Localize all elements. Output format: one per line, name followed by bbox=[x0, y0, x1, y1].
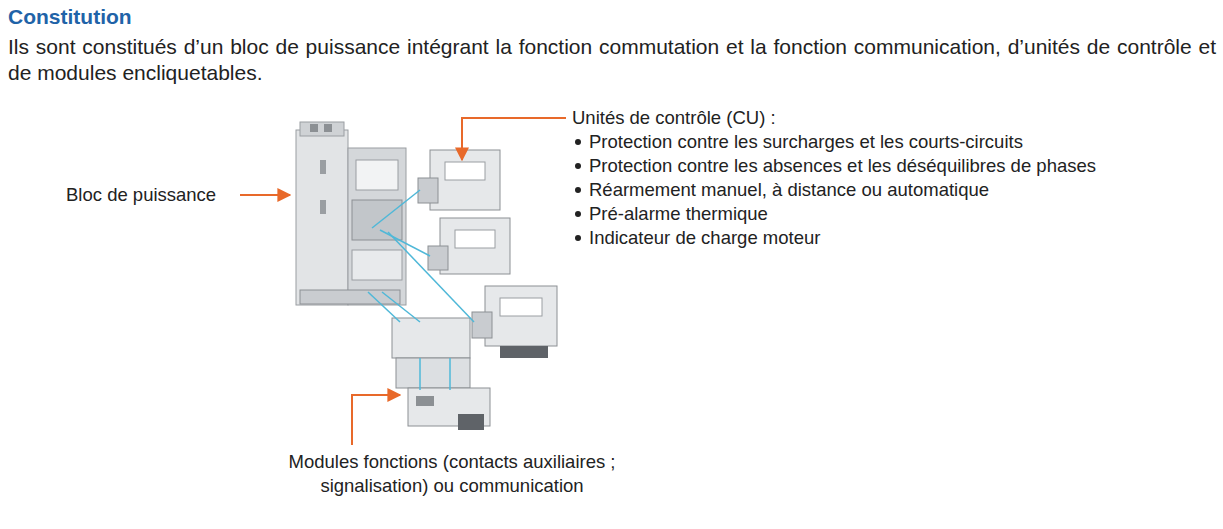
control-units bbox=[500, 298, 542, 316]
power-block bbox=[320, 160, 326, 174]
control-units bbox=[455, 230, 495, 248]
control-units bbox=[445, 162, 485, 180]
control-units bbox=[500, 346, 548, 358]
assembly-lines bbox=[380, 230, 430, 256]
control-units bbox=[428, 246, 448, 270]
assembly-lines bbox=[382, 292, 420, 322]
assembly-lines bbox=[419, 358, 421, 390]
control-units bbox=[472, 312, 492, 338]
function-modules bbox=[392, 318, 490, 430]
assembly-lines bbox=[372, 190, 420, 228]
control-units bbox=[418, 178, 438, 203]
control-units bbox=[485, 286, 557, 346]
power-block bbox=[352, 250, 402, 280]
function-modules bbox=[392, 318, 470, 358]
assembly-lines bbox=[449, 358, 451, 390]
feature-item: Protection contre les absences et les dé… bbox=[589, 154, 1096, 178]
power-block bbox=[300, 122, 344, 136]
feature-item: Protection contre les surcharges et les … bbox=[589, 130, 1023, 154]
control-units bbox=[430, 150, 500, 210]
bullet-dot bbox=[575, 211, 581, 217]
power-block bbox=[324, 124, 332, 132]
power-block bbox=[296, 130, 348, 305]
power-block bbox=[348, 148, 406, 305]
control-units bbox=[440, 218, 510, 274]
assembly-lines bbox=[368, 190, 474, 390]
power-block bbox=[310, 124, 318, 132]
power-block bbox=[300, 290, 400, 304]
bullet-dot bbox=[575, 235, 581, 241]
bullet-dot bbox=[575, 163, 581, 169]
leader-arrows bbox=[240, 194, 290, 196]
leader-arrows bbox=[462, 118, 566, 160]
leader-arrows bbox=[352, 395, 400, 445]
function-modules bbox=[396, 358, 470, 388]
function-modules bbox=[416, 396, 434, 406]
bullet-dot bbox=[575, 139, 581, 145]
function-modules bbox=[458, 414, 484, 430]
part-label: Unités de contrôle (CU) : bbox=[572, 106, 776, 130]
part-label: Bloc de puissance bbox=[66, 183, 216, 207]
assembly-lines bbox=[388, 232, 474, 322]
part-label: Modules fonctions (contacts auxiliaires … bbox=[232, 450, 672, 498]
power-block bbox=[352, 200, 402, 240]
bullet-dot bbox=[575, 187, 581, 193]
leader-arrows bbox=[240, 118, 566, 445]
power-block bbox=[356, 160, 398, 190]
feature-item: Réarmement manuel, à distance ou automat… bbox=[589, 178, 989, 202]
section-title: Constitution bbox=[8, 4, 132, 30]
power-block bbox=[320, 200, 326, 214]
assembly-lines bbox=[368, 292, 400, 322]
intro-paragraph: Ils sont constitués d’un bloc de puissan… bbox=[8, 34, 1216, 86]
feature-item: Indicateur de charge moteur bbox=[589, 226, 820, 250]
feature-item: Pré-alarme thermique bbox=[589, 202, 768, 226]
